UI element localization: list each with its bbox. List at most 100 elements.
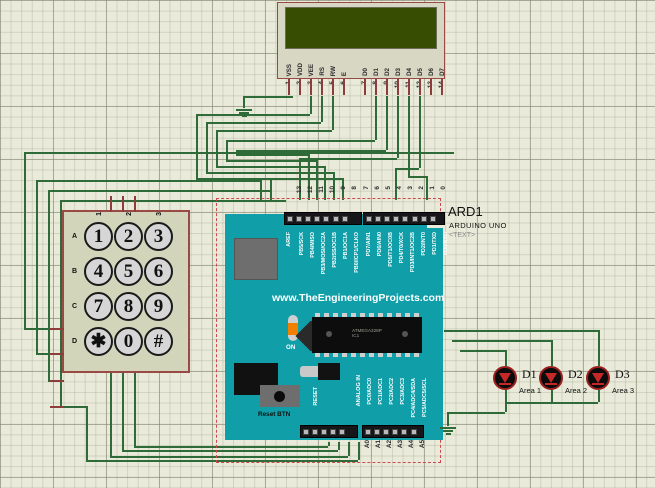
arduino-pin-number: 9 xyxy=(340,186,347,190)
arduino-pin-label: PC0/ADC0 xyxy=(367,378,373,405)
keypad-key[interactable]: 2 xyxy=(114,222,143,251)
keypad-key[interactable]: 1 xyxy=(84,222,113,251)
wire xyxy=(358,442,360,460)
arduino-pin-number: A3 xyxy=(397,440,404,449)
wire xyxy=(408,176,426,178)
wire xyxy=(395,168,419,170)
keypad-key[interactable]: 8 xyxy=(114,292,143,321)
lcd-pin-stub xyxy=(288,79,290,95)
arduino-pin-number: 1 xyxy=(429,186,436,190)
lcd-pin-stub xyxy=(332,79,334,95)
arduino-pin-number: A0 xyxy=(364,440,371,449)
arduino-pin-label: PD3/INT1/OC2B xyxy=(410,232,416,273)
arduino-pin-label: PC5/ADC5/SCL xyxy=(422,378,428,417)
wire xyxy=(408,96,410,176)
wire xyxy=(270,180,272,200)
digital-header-right[interactable] xyxy=(363,212,445,225)
lcd-pin-label: D2 xyxy=(384,68,391,76)
wire xyxy=(316,160,318,200)
keypad-row-label: A xyxy=(72,233,78,240)
arduino-pin-label: PC4/ADC4/SDA xyxy=(411,378,417,418)
analog-header[interactable] xyxy=(362,425,424,438)
wire xyxy=(206,122,321,124)
lcd-pin-label: VDD xyxy=(297,62,304,76)
keypad-row-label: C xyxy=(72,303,78,310)
keypad-key[interactable]: # xyxy=(144,327,173,356)
wire xyxy=(308,154,310,200)
wire xyxy=(24,152,454,154)
keypad-key[interactable]: 6 xyxy=(144,257,173,286)
wire xyxy=(386,96,388,150)
led-area-label: Area 3 xyxy=(612,386,635,395)
keypad-key[interactable]: 0 xyxy=(114,327,143,356)
wire xyxy=(426,176,428,200)
wire xyxy=(397,96,399,158)
keypad-pin-stub xyxy=(110,196,112,212)
arduino-pin-label: PC1/ADC1 xyxy=(378,378,384,405)
digital-header-left[interactable] xyxy=(284,212,362,225)
wire xyxy=(48,190,50,380)
wire-led2 xyxy=(551,340,553,366)
wire xyxy=(236,154,308,156)
wire xyxy=(338,442,340,450)
power-header[interactable] xyxy=(300,425,358,438)
led-ref-designator: D2 xyxy=(568,367,583,381)
wire xyxy=(196,178,342,180)
led-indicator[interactable] xyxy=(539,366,563,390)
arduino-pin-number: 7 xyxy=(363,186,370,190)
keypad-key[interactable]: 3 xyxy=(144,222,173,251)
wire xyxy=(86,406,88,460)
wire xyxy=(328,442,330,446)
led-indicator[interactable] xyxy=(586,366,610,390)
wire xyxy=(196,114,310,116)
wire xyxy=(196,114,198,178)
ground-symbol xyxy=(440,426,456,435)
keypad-key[interactable]: 7 xyxy=(84,292,113,321)
wire xyxy=(134,446,328,448)
wire-gnd xyxy=(598,390,600,402)
reset-button[interactable] xyxy=(260,385,300,407)
watermark-url: www.TheEngineeringProjects.com xyxy=(272,292,445,304)
wire xyxy=(375,96,377,140)
arduino-pin-number: 0 xyxy=(440,186,447,190)
wire-gnd xyxy=(551,390,553,402)
wire xyxy=(216,130,218,166)
lcd-pin-label: D0 xyxy=(362,68,369,76)
on-led-label: ON xyxy=(286,344,296,351)
crystal-body xyxy=(318,363,340,380)
arduino-pin-label: PB2/SS/OC1B xyxy=(332,232,338,268)
keypad-pin-stub xyxy=(50,353,64,355)
arduino-pin-label: PD1/TXD xyxy=(432,232,438,255)
lcd-pin-stub xyxy=(441,79,443,95)
wire xyxy=(48,190,270,192)
mcu-label-line1: ATMEGA328P xyxy=(352,328,382,333)
keypad-key[interactable]: 9 xyxy=(144,292,173,321)
keypad-row-label: D xyxy=(72,338,78,345)
usb-connector xyxy=(234,238,278,280)
arduino-pin-label: PB5/SCK xyxy=(299,232,305,256)
wire-gnd xyxy=(447,412,449,426)
arduino-pin-number: A1 xyxy=(375,440,382,449)
lcd-pin-stub xyxy=(386,79,388,95)
keypad-key[interactable]: 5 xyxy=(114,257,143,286)
wire-led2 xyxy=(452,340,551,342)
keypad-pin-stub xyxy=(122,196,124,212)
led-indicator[interactable] xyxy=(493,366,517,390)
keypad-key[interactable]: ✱ xyxy=(84,327,113,356)
arduino-pin-number: 2 xyxy=(418,186,425,190)
arduino-pin-label: PB3/MOSI/OC2A xyxy=(321,232,327,275)
arduino-pin-number: 11 xyxy=(318,186,325,193)
wire xyxy=(299,158,301,200)
wire-led1 xyxy=(505,350,507,366)
led-area-label: Area 1 xyxy=(519,386,542,395)
arduino-pin-label: PB4/MISO xyxy=(310,232,316,258)
wire xyxy=(342,178,344,200)
keypad-key[interactable]: 4 xyxy=(84,257,113,286)
led-ref-designator: D1 xyxy=(522,367,537,381)
lcd-pin-stub xyxy=(299,79,301,95)
wire-gnd xyxy=(243,96,245,108)
keypad-pin-stub xyxy=(134,196,136,212)
